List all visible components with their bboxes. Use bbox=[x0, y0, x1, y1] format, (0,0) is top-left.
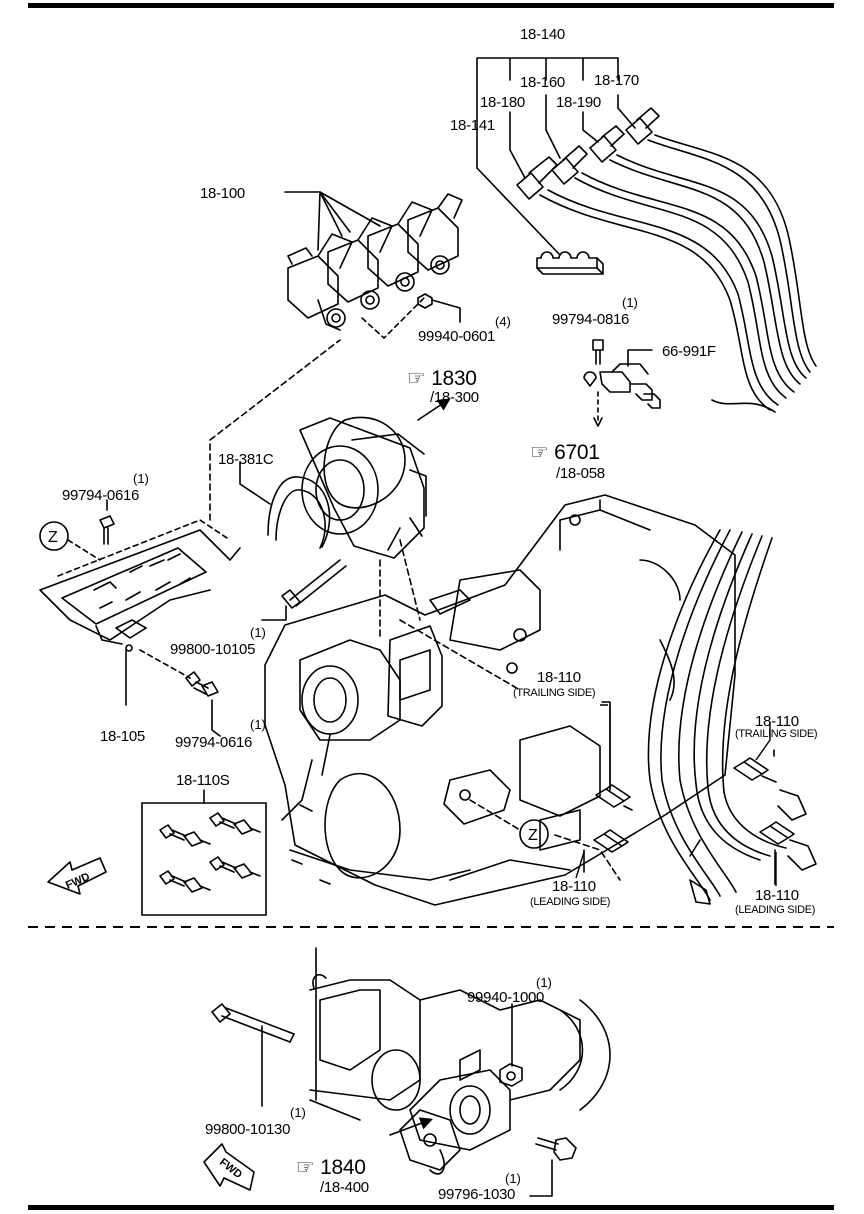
qty-99800-10105: (1) bbox=[250, 625, 266, 640]
engine-block bbox=[264, 494, 736, 906]
ref-1840: ☞ 1840 bbox=[296, 1156, 366, 1179]
plug-boot-2 bbox=[551, 145, 588, 185]
label-99796-1030: 99796-1030 bbox=[438, 1186, 516, 1203]
coil-4 bbox=[407, 193, 463, 275]
label-18-170: 18-170 bbox=[594, 72, 639, 89]
label-leading-side-left: (LEADING SIDE) bbox=[530, 896, 611, 908]
fwd-text-bottom: FWD bbox=[217, 1156, 244, 1181]
zone-z-marker-engine bbox=[519, 819, 549, 849]
mount-bracket-18-300 bbox=[299, 398, 451, 559]
forward-arrow-bottom bbox=[203, 1143, 255, 1191]
label-99794-0616-bottom: 99794-0616 bbox=[175, 734, 253, 751]
label-18-110s: 18-110S bbox=[176, 772, 230, 789]
qty-99794-0616-top: (1) bbox=[133, 471, 149, 486]
nut-99940-1000 bbox=[499, 1003, 523, 1087]
label-99800-10130: 99800-10130 bbox=[205, 1121, 291, 1138]
label-18-105: 18-105 bbox=[100, 728, 145, 745]
label-18-180: 18-180 bbox=[480, 94, 525, 111]
label-18-141: 18-141 bbox=[450, 117, 495, 134]
ignition-coil-assembly bbox=[284, 191, 463, 339]
label-18-140: 18-140 bbox=[520, 26, 565, 43]
spark-plug-trailing-right bbox=[733, 749, 777, 783]
top-border bbox=[28, 3, 834, 8]
ref-1830: ☞ 1830 bbox=[407, 367, 477, 390]
ignition-wire-set bbox=[476, 57, 817, 413]
plug-boot-1 bbox=[516, 156, 558, 200]
label-18-110-leading-right: 18-110 bbox=[755, 887, 799, 904]
qty-99794-0816: (1) bbox=[622, 295, 638, 310]
ref-1840-sub: /18-400 bbox=[320, 1179, 369, 1196]
label-18-190: 18-190 bbox=[556, 94, 601, 111]
qty-99794-0616-bottom: (1) bbox=[250, 717, 266, 732]
label-66-991f: 66-991F bbox=[662, 343, 716, 360]
label-99794-0816: 99794-0816 bbox=[552, 311, 630, 328]
ignition-wire-right bbox=[647, 529, 817, 905]
bolt-99800-10130 bbox=[211, 1003, 295, 1107]
bolt-99800-10105 bbox=[261, 559, 347, 621]
wire-clip bbox=[536, 251, 604, 275]
qty-99940-0601: (4) bbox=[495, 314, 511, 329]
qty-99800-10130: (1) bbox=[290, 1105, 306, 1120]
label-18-100: 18-100 bbox=[200, 185, 245, 202]
coil-1 bbox=[287, 233, 353, 331]
bolt-99796-1030 bbox=[529, 1137, 577, 1197]
coil-3 bbox=[367, 201, 433, 292]
label-99940-1000: 99940-1000 bbox=[467, 989, 545, 1006]
ref-1840-num: 1840 bbox=[320, 1156, 366, 1179]
ref-1830-sub: /18-300 bbox=[430, 389, 479, 406]
plug-set-box bbox=[141, 789, 267, 916]
label-18-381c: 18-381C bbox=[218, 451, 274, 468]
label-trailing-side-right: (TRAILING SIDE) bbox=[735, 728, 818, 740]
label-18-110-leading-left: 18-110 bbox=[552, 878, 596, 895]
label-18-160: 18-160 bbox=[520, 74, 565, 91]
coil-2 bbox=[327, 217, 393, 310]
qty-99796-1030: (1) bbox=[505, 1171, 521, 1186]
ref-1830-num: 1830 bbox=[431, 367, 477, 390]
label-99794-0616-top: 99794-0616 bbox=[62, 487, 140, 504]
ref-6701: ☞ 6701 bbox=[530, 441, 600, 464]
bolt-99794-0616-bottom bbox=[139, 649, 221, 737]
plug-boot-3 bbox=[589, 125, 625, 163]
label-leading-side-right: (LEADING SIDE) bbox=[735, 904, 816, 916]
starter-motor bbox=[309, 947, 611, 1175]
belt-18-381c bbox=[239, 461, 331, 549]
ref-6701-num: 6701 bbox=[554, 441, 600, 464]
label-18-110-trailing-left: 18-110 bbox=[537, 669, 581, 686]
spark-plug-leading-right bbox=[759, 821, 795, 885]
plug-cover-18-105 bbox=[39, 339, 341, 706]
qty-99940-1000: (1) bbox=[536, 975, 552, 990]
bottom-border bbox=[28, 1205, 834, 1210]
label-99800-10105: 99800-10105 bbox=[170, 641, 256, 658]
forward-arrow-top bbox=[47, 857, 107, 895]
nut-99940-0601 bbox=[417, 293, 461, 323]
sensor-66-991f bbox=[583, 339, 661, 427]
label-trailing-side-left: (TRAILING SIDE) bbox=[513, 687, 596, 699]
zone-z-letter-left: Z bbox=[48, 529, 58, 546]
label-99940-0601: 99940-0601 bbox=[418, 328, 496, 345]
spark-plug-trailing-left bbox=[595, 701, 633, 811]
zone-z-letter-engine: Z bbox=[528, 827, 538, 844]
plug-set-items bbox=[159, 812, 261, 893]
bolt-99794-0616-top bbox=[99, 499, 115, 545]
plug-boot-4 bbox=[625, 107, 660, 145]
ref-6701-sub: /18-058 bbox=[556, 465, 605, 482]
label-18-110-trailing-right: 18-110 bbox=[755, 713, 799, 730]
